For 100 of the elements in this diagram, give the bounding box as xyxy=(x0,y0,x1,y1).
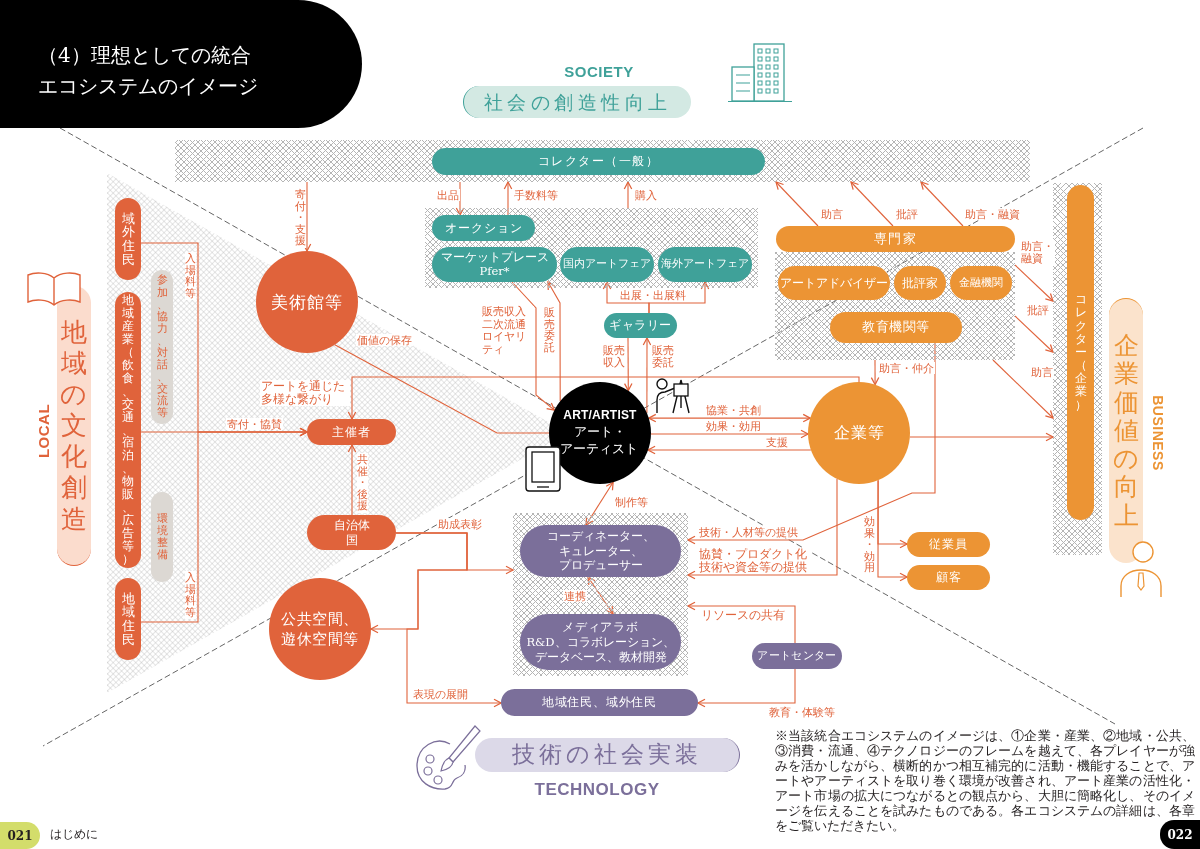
arrow xyxy=(870,359,880,386)
edge-label: 協賛・プロダクト化技術や資金等の提供 xyxy=(698,548,811,574)
actor-pill: マーケットプレースPfer* xyxy=(432,247,557,282)
page-title: （4）理想としての統合エコシステムのイメージ xyxy=(0,0,362,128)
arrow xyxy=(647,445,812,455)
arrow xyxy=(648,281,710,314)
edge-label: 販売収入二次流通ロイヤリティ xyxy=(481,306,534,357)
circle-heading: ART/ARTIST xyxy=(563,407,637,423)
actor-pill: 従業員 xyxy=(907,532,990,557)
edge-label: 助言 xyxy=(1030,366,1054,379)
edge-label: 助成表彰 xyxy=(437,518,483,531)
arrow xyxy=(140,427,308,437)
arrow xyxy=(1014,315,1054,353)
edge-label: 助言・融資 xyxy=(964,208,1021,221)
edge-label: 寄付・協賛 xyxy=(226,418,283,431)
actor-pill: 金融機関 xyxy=(950,266,1012,300)
arrow xyxy=(687,601,796,644)
edge-label: 効果・効用 xyxy=(864,515,876,575)
arrow xyxy=(547,281,561,402)
theme-title: 社会の創造性向上 xyxy=(483,91,672,113)
arrow xyxy=(503,181,513,216)
arrow xyxy=(687,342,936,545)
edge-label: 販売収入 xyxy=(602,344,626,369)
edge-label: 助言 xyxy=(820,208,844,221)
theme-heading: SOCIETY xyxy=(564,63,634,78)
theme-title: 地域の文化創造 xyxy=(59,316,89,535)
hatched-group-box xyxy=(513,513,688,676)
arrow xyxy=(347,444,357,516)
actor-pill: 教育機関等 xyxy=(830,312,962,343)
actor-pill: 国内アートフェア xyxy=(560,247,654,282)
theme-heading: LOCAL xyxy=(35,403,50,459)
arrow xyxy=(992,359,1054,419)
hatched-group-box xyxy=(175,140,1030,182)
arrow xyxy=(697,668,796,708)
edge-label: 助言・融資 xyxy=(1020,240,1055,265)
edge-label: 効果・効用 xyxy=(705,420,762,433)
edge-label: 教育・体験等 xyxy=(768,706,836,719)
theme-title: 技術の社会実装 xyxy=(512,742,702,768)
edge-label: 協業・共創 xyxy=(705,404,762,417)
connector-line xyxy=(334,344,550,434)
arrow xyxy=(587,576,614,615)
hatched-group-box xyxy=(775,252,1015,360)
actor-pill: 主催者 xyxy=(307,419,396,445)
edge-label: 手数料等 xyxy=(513,189,559,202)
actor-pill xyxy=(520,614,681,670)
edge-label: 支援 xyxy=(765,436,789,449)
arrow xyxy=(347,376,860,420)
actor-pill: オークション xyxy=(432,215,535,241)
edge-label: 販売委託 xyxy=(544,306,556,355)
edge-label: 制作等 xyxy=(614,496,649,509)
actor-pill: 専門家 xyxy=(776,226,1015,252)
node-text: R&D、コラボレーション、データベース、教材開発 xyxy=(525,635,676,666)
section-name: はじめに xyxy=(50,828,98,842)
arrow xyxy=(1014,264,1054,302)
edge-label: 寄付・支援 xyxy=(295,188,307,248)
actor-pill: コーディネーター、キュレーター、プロデューサー xyxy=(520,525,681,577)
edge-label: 批評 xyxy=(895,208,919,221)
edge-label: 共催・後援 xyxy=(357,453,369,513)
edge-label: 出品 xyxy=(436,189,460,202)
edge-label: 技術・人材等の提供 xyxy=(698,526,799,539)
hatched-group-box xyxy=(425,208,758,288)
edge-label: 批評 xyxy=(1026,304,1050,317)
theme-title: 企業価値の向上 xyxy=(1112,332,1140,530)
actor-pill: 域外住民 xyxy=(115,198,141,280)
arrow xyxy=(455,181,465,216)
actor-circle: 企業等 xyxy=(808,382,910,484)
actor-pill: 地域住民 xyxy=(115,578,141,660)
circle-label: アート・アーティスト xyxy=(559,424,639,459)
arrow xyxy=(395,532,502,708)
actor-pill: 地域住民、域外住民 xyxy=(501,689,698,716)
edge-label: 価値の保存 xyxy=(356,334,413,347)
arrow xyxy=(511,281,556,411)
edge-label: リソースの共有 xyxy=(700,609,786,623)
actor-pill: 批評家 xyxy=(894,266,946,300)
actor-pill: コレクター（一般） xyxy=(432,148,765,175)
actor-circle: 公共空間、遊休空間等 xyxy=(269,578,371,680)
edge-label: 購入 xyxy=(634,189,658,202)
edge-label: 表現の展開 xyxy=(412,688,469,701)
arrow xyxy=(623,181,633,209)
theme-heading: BUSINESS xyxy=(1151,395,1165,471)
actor-pill: ギャラリー xyxy=(604,313,677,338)
arrow xyxy=(650,429,809,439)
hatched-group-box xyxy=(1053,183,1102,555)
arrow xyxy=(623,337,633,392)
actor-pill: 顧客 xyxy=(907,565,990,590)
arrow xyxy=(585,481,614,526)
edge-label: アートを通じた多様な繋がり xyxy=(260,380,350,407)
page-number: 021 xyxy=(0,822,40,849)
actor-pill: 海外アートフェア xyxy=(658,247,752,282)
edge-label: 助言・仲介 xyxy=(878,362,935,375)
arrow xyxy=(648,413,811,423)
arrow xyxy=(687,478,838,580)
arrow xyxy=(877,479,908,582)
arrow xyxy=(909,432,1054,442)
theme-heading: TECHNOLOGY xyxy=(534,780,660,798)
edge-label: 販売委託 xyxy=(651,344,675,369)
actor-pill: アートアドバイザー xyxy=(778,266,890,300)
arrow xyxy=(775,181,819,227)
edge-label: 入場料等 xyxy=(185,571,197,620)
actor-pill: 地域産業（飲食、交通、宿泊、物販、広告等） xyxy=(115,292,141,568)
